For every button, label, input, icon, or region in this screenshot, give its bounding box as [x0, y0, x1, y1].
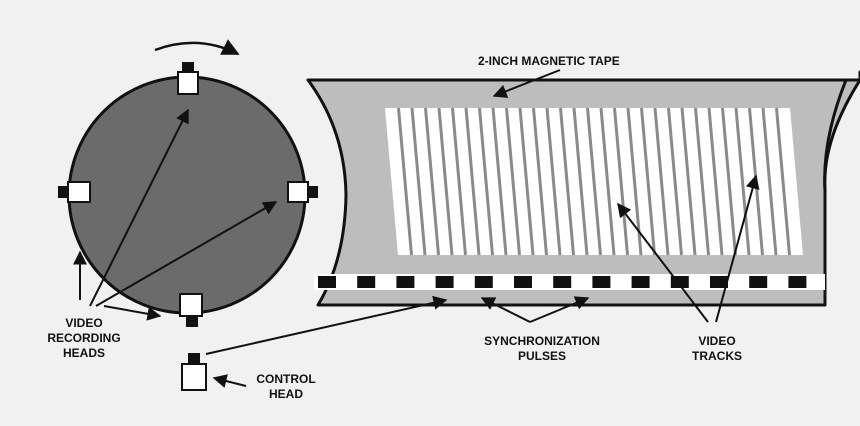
sync-pulse — [553, 276, 572, 288]
video-track-gap — [518, 107, 535, 256]
arrow-track-right — [715, 174, 760, 323]
sync-pulses — [318, 276, 807, 288]
sync-pulse — [788, 276, 807, 288]
video-track-gap — [586, 107, 602, 256]
video-track-gap — [640, 107, 656, 256]
video-track-gap — [721, 107, 737, 256]
arrow-control-track — [205, 295, 448, 355]
sync-pulse — [710, 276, 728, 288]
sync-pulse — [396, 276, 415, 288]
sync-pulse — [514, 276, 532, 288]
video-track-gap — [680, 107, 697, 256]
video-track-gap — [761, 107, 778, 256]
video-track-gap — [775, 107, 791, 256]
tape-right-edge — [308, 78, 849, 191]
video-track-gap — [572, 107, 589, 256]
video-track-gap — [410, 107, 427, 256]
sync-pulse — [435, 276, 454, 288]
sync-pulse — [749, 276, 768, 288]
video-track-gap — [734, 107, 751, 256]
arrow-sync-left — [480, 297, 531, 323]
label-control-head: CONTROL HEAD — [256, 372, 316, 401]
video-track-gap — [694, 107, 710, 256]
sync-pulse — [474, 276, 493, 288]
sync-pulse — [631, 276, 650, 288]
video-track-gap — [424, 107, 440, 256]
arrow-head-top — [89, 108, 189, 307]
video-track-gap — [478, 107, 494, 256]
rotation-arrow — [154, 39, 240, 56]
sync-pulse — [318, 276, 336, 288]
video-track-gap — [491, 107, 508, 256]
video-track-gap — [545, 107, 562, 256]
video-track-gap — [667, 107, 683, 256]
video-head-right — [287, 181, 318, 203]
video-head-bottom — [179, 293, 203, 327]
arrow-track-left — [617, 202, 709, 323]
arrow-control-head — [212, 374, 247, 388]
video-track-gap — [437, 107, 454, 256]
video-track-gap — [707, 107, 724, 256]
video-head-top — [177, 62, 199, 95]
arrow-sync-right — [529, 296, 590, 323]
arrow-tape — [492, 69, 561, 98]
label-video-recording-heads: VIDEO RECORDING HEADS — [47, 316, 121, 360]
video-track-gap — [451, 107, 467, 256]
label-magnetic-tape: 2-INCH MAGNETIC TAPE — [478, 54, 620, 68]
video-track-gap — [613, 107, 629, 256]
label-video-tracks: VIDEO TRACKS — [692, 334, 742, 363]
video-track-gap — [559, 107, 575, 256]
video-track-gap — [532, 107, 548, 256]
video-tracks — [397, 107, 791, 256]
video-track-gap — [599, 107, 616, 256]
video-track-gap — [505, 107, 521, 256]
video-head-left — [58, 181, 91, 203]
video-track-gap — [397, 107, 413, 256]
sync-pulse — [357, 276, 376, 288]
video-track-gap — [653, 107, 670, 256]
control-head — [181, 353, 207, 391]
sync-pulse — [592, 276, 611, 288]
label-synchronization-pulses: SYNCHRONIZATION PULSES — [484, 334, 600, 363]
arrow-head-right — [95, 201, 278, 307]
video-track-gap — [464, 107, 481, 256]
arrow-head-bottom — [103, 305, 162, 321]
